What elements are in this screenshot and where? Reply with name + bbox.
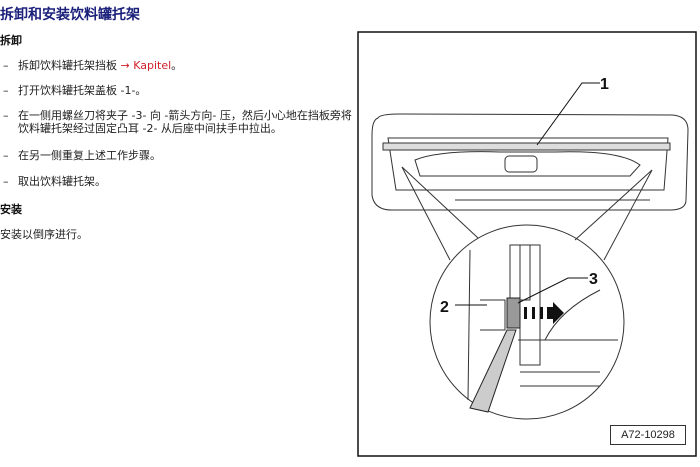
page-title: 拆卸和安装饮料罐托架 (0, 7, 140, 23)
holder-center (504, 155, 538, 173)
label-1: 1 (600, 76, 609, 93)
step-suffix: 。 (171, 59, 183, 72)
leader-1 (536, 82, 600, 146)
cover-panel (382, 142, 671, 151)
step-4: – 在另一侧重复上述工作步骤。 (0, 149, 352, 162)
installation-text: 安装以倒序进行。 (0, 228, 88, 241)
step-text: 拆卸饮料罐托架挡板 (18, 59, 121, 72)
bullet-dash: – (3, 149, 9, 162)
step-text: 打开饮料罐托架盖板 -1-。 (18, 84, 147, 97)
armrest-outline (371, 113, 689, 211)
clip-3 (506, 297, 521, 329)
bullet-dash: – (3, 84, 9, 97)
bullet-dash: – (3, 175, 9, 188)
label-3: 3 (589, 271, 598, 288)
figure-id: A72-10298 (610, 425, 686, 445)
step-1: – 拆卸饮料罐托架挡板 → Kapitel。 (0, 59, 352, 72)
leader-3 (517, 277, 588, 304)
direction-arrow (524, 302, 564, 324)
installation-heading: 安装 (0, 203, 22, 216)
step-text: 在另一侧重复上述工作步骤。 (18, 149, 161, 162)
detail-circle (429, 224, 625, 420)
figure-frame (357, 31, 697, 457)
screwdriver (469, 329, 517, 413)
step-text: 在一侧用螺丝刀将夹子 -3- 向 -箭头方向- 压，然后小心地在挡板旁将饮料罐托… (18, 109, 352, 135)
holder-body (414, 151, 641, 177)
step-3: – 在一侧用螺丝刀将夹子 -3- 向 -箭头方向- 压，然后小心地在挡板旁将饮料… (0, 109, 352, 135)
bullet-dash: – (3, 59, 9, 72)
kapitel-link[interactable]: → Kapitel (120, 59, 172, 72)
bullet-dash: – (3, 109, 9, 122)
label-2: 2 (440, 299, 449, 316)
step-5: – 取出饮料罐托架。 (0, 175, 352, 188)
step-2: – 打开饮料罐托架盖板 -1-。 (0, 84, 352, 97)
removal-heading: 拆卸 (0, 34, 22, 47)
step-text: 取出饮料罐托架。 (18, 175, 106, 188)
armrest-recess (387, 137, 669, 191)
